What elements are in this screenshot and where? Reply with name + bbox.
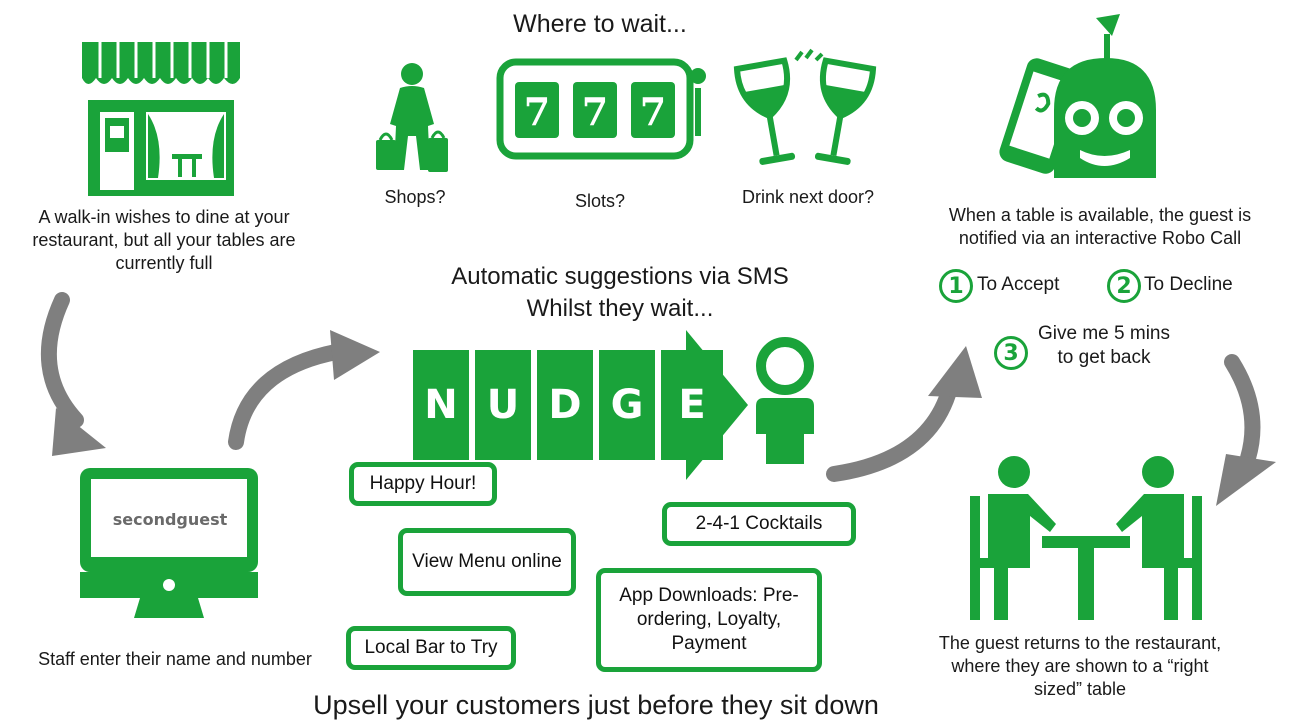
option-shops-label: Shops? xyxy=(384,187,446,207)
slot-machine-icon xyxy=(496,58,706,160)
table-text: The guest returns to the restaurant, whe… xyxy=(938,633,1222,700)
sms-heading-line2: Whilst they wait... xyxy=(526,295,714,322)
suggestion-view-menu: View Menu online xyxy=(398,528,576,596)
option-3-number: 3 xyxy=(994,336,1028,370)
person-icon xyxy=(756,337,814,464)
walkin-text: A walk-in wishes to dine at your restaur… xyxy=(32,207,296,274)
suggestion-local-bar: Local Bar to Try xyxy=(346,626,516,670)
option-1-number: 1 xyxy=(939,269,973,303)
wine-glasses-icon xyxy=(733,48,877,165)
option-drink-label: Drink next door? xyxy=(741,187,875,207)
upsell-footer: Upsell your customers just before they s… xyxy=(313,690,879,720)
storefront-icon xyxy=(82,42,240,196)
monitor-icon xyxy=(80,468,258,618)
option-3-label: Give me 5 mins to get back xyxy=(1038,323,1170,369)
suggestion-happy-hour: Happy Hour! xyxy=(349,462,497,506)
nudge-letter-g: G xyxy=(599,350,655,460)
staff-text: Staff enter their name and number xyxy=(38,649,312,669)
robo-text: When a table is available, the guest is … xyxy=(948,205,1252,249)
where-to-wait-title: Where to wait... xyxy=(513,10,687,38)
shopper-icon xyxy=(376,63,448,172)
nudge-letter-e: E xyxy=(661,350,723,460)
suggestion-app-downloads: App Downloads: Pre-ordering, Loyalty, Pa… xyxy=(596,568,822,672)
option-2-label: To Decline xyxy=(1144,274,1233,295)
slot-digit-2: 7 xyxy=(581,89,609,134)
option-2-number: 2 xyxy=(1107,269,1141,303)
robot-phone-icon xyxy=(999,14,1156,178)
sms-heading-line1: Automatic suggestions via SMS xyxy=(451,263,789,290)
nudge-letter-d: D xyxy=(537,350,593,460)
option-slots-label: Slots? xyxy=(574,191,626,211)
secondguest-logo: secondguest xyxy=(92,510,248,529)
slot-digit-1: 7 xyxy=(523,89,551,134)
suggestion-cocktails: 2-4-1 Cocktails xyxy=(662,502,856,546)
dining-table-icon xyxy=(970,456,1202,620)
slot-digit-3: 7 xyxy=(639,89,667,134)
nudge-letter-n: N xyxy=(413,350,469,460)
option-1-label: To Accept xyxy=(977,274,1060,295)
logo-text: secondguest xyxy=(112,510,228,529)
nudge-letter-u: U xyxy=(475,350,531,460)
